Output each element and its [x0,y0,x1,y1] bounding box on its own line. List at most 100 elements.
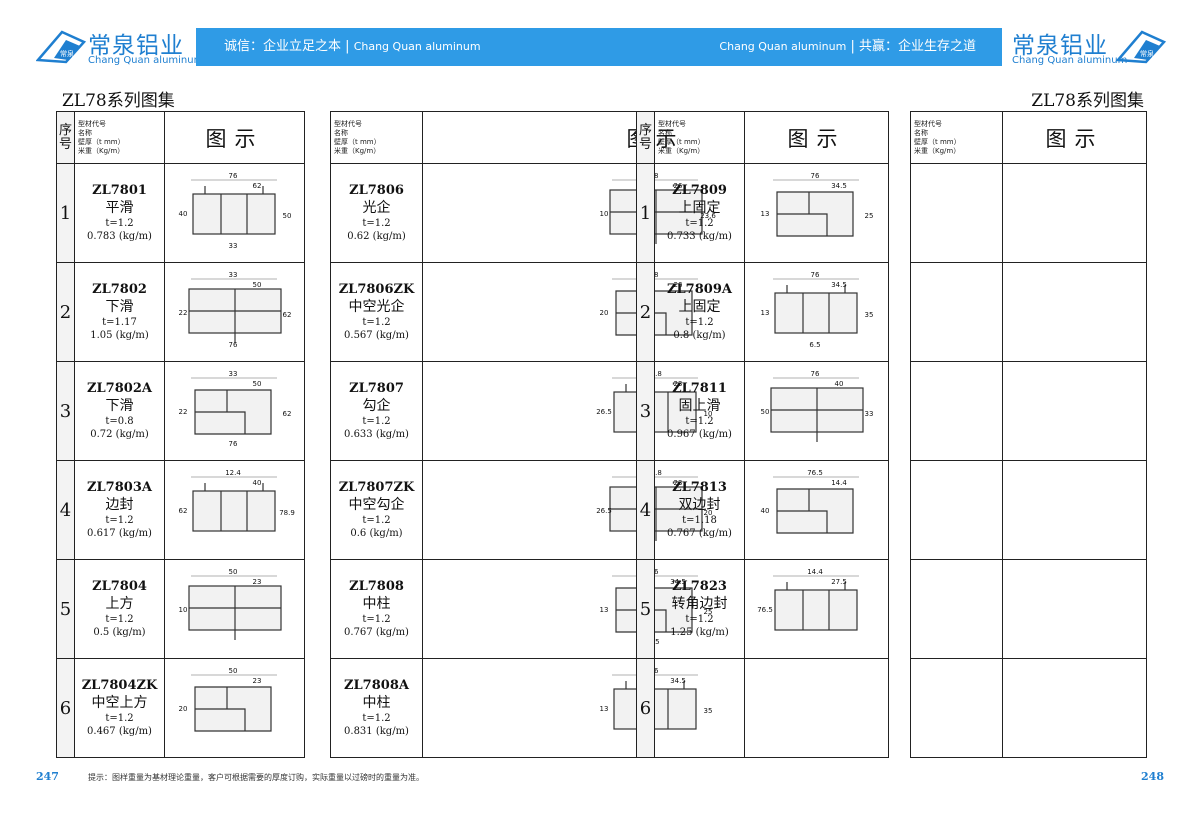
header-bar-right: Chang Quan aluminum | 共赢：企业生存之道 [600,28,1002,66]
dimension-label: 20 [599,309,608,317]
dimension-label: 20 [178,705,187,713]
table-header-row: 序号型材代号名称壁厚（t mm）米重（Kg/m）图示型材代号名称壁厚（t mm）… [636,111,1147,164]
empty-cell [910,262,1003,362]
dimension-label: 50 [228,568,237,576]
dimension-label: 50 [282,212,291,220]
profile-weight: 0.783 (kg/m) [87,231,152,242]
profile-section-drawing: 14.427.576.5 [757,568,859,631]
dimension-label: 13 [760,309,769,317]
profile-thickness: t=1.2 [105,713,134,724]
profile-name: 中柱 [362,596,391,612]
row-number: 6 [636,658,655,758]
empty-cell [654,658,745,758]
row-number: 3 [636,361,655,461]
profile-thickness: t=1.2 [105,218,134,229]
profile-name: 边封 [105,497,134,513]
profile-weight: 0.567 (kg/m) [344,330,409,341]
dimension-label: 33 [864,410,873,418]
profile-info: ZL7808 中柱 t=1.2 0.767 (kg/m) [330,559,423,659]
profile-weight: 0.767 (kg/m) [344,627,409,638]
profile-weight: 0.467 (kg/m) [87,726,152,737]
dimension-label: 50 [252,281,261,289]
page-gutter [304,460,331,560]
brand-name-en: Chang Quan aluminum [1012,55,1128,66]
row-number: 2 [636,262,655,362]
page-gutter [304,262,331,362]
profile-code: ZL7802 [92,282,147,297]
svg-text:常泉: 常泉 [60,49,74,58]
brand-logo-right: 常泉铝业 Chang Quan aluminum 常泉 [1012,26,1182,72]
empty-cell [1002,460,1147,560]
empty-cell [1002,361,1147,461]
brand-logo-mark-icon: 常泉 [36,30,86,64]
profile-name: 平滑 [105,200,134,216]
dimension-label: 6.5 [809,341,820,349]
profile-code: ZL7807ZK [338,480,415,495]
profile-thickness: t=1.2 [685,218,714,229]
brand-logo-left: 常泉 常泉铝业 Chang Quan aluminum [36,26,206,72]
profile-thickness: t=1.2 [362,614,391,625]
empty-cell [910,163,1003,263]
dimension-label: 76 [228,172,237,180]
profile-name: 下滑 [105,398,134,414]
profile-weight: 0.6 (kg/m) [350,528,403,539]
profile-code: ZL7813 [672,480,727,495]
series-title-right: ZL78系列图集 [1031,91,1144,111]
dimension-label: 33 [228,271,237,279]
profile-thickness: t=1.2 [362,416,391,427]
empty-cell [1002,262,1147,362]
profile-thickness: t=1.2 [362,515,391,526]
page-gutter [304,658,331,758]
dimension-label: 35 [864,311,873,319]
dimension-label: 22 [178,408,187,416]
profile-name: 转角边封 [671,596,728,612]
dimension-label: 26.5 [596,408,612,416]
dimension-label: 62 [178,507,187,515]
brand-name-en: Chang Quan aluminum [88,55,204,66]
dimension-label: 50 [760,408,769,416]
dimension-label: 76 [810,172,819,180]
dimension-label: 76.5 [807,469,823,477]
page-gutter [888,658,911,758]
slogan-right: Chang Quan aluminum | 共赢：企业生存之道 [719,39,976,54]
profile-weight: 0.617 (kg/m) [87,528,152,539]
dimension-label: 50 [228,667,237,675]
profile-thickness: t=1.2 [685,416,714,427]
profile-weight: 0.767 (kg/m) [667,528,732,539]
dimension-label: 76 [810,370,819,378]
empty-cell [910,361,1003,461]
page-gutter [888,361,911,461]
dimension-label: 33 [228,370,237,378]
dimension-label: 22 [178,309,187,317]
profile-code: ZL7808 [349,579,404,594]
dimension-label: 27.5 [831,578,847,586]
dimension-label: 14.4 [831,479,847,487]
image-header: 图示 [164,111,305,164]
dimension-label: 76 [228,341,237,349]
profile-weight: 1.25 (kg/m) [670,627,729,638]
dimension-label: 26.5 [596,507,612,515]
column-header: 型材代号名称壁厚（t mm）米重（Kg/m） [330,111,423,164]
profile-weight: 0.831 (kg/m) [344,726,409,737]
row-number: 2 [56,262,75,362]
profile-code: ZL7806 [349,183,404,198]
page-number-right: 248 [1141,770,1164,783]
profile-code: ZL7811 [672,381,727,396]
profile-weight: 0.633 (kg/m) [344,429,409,440]
